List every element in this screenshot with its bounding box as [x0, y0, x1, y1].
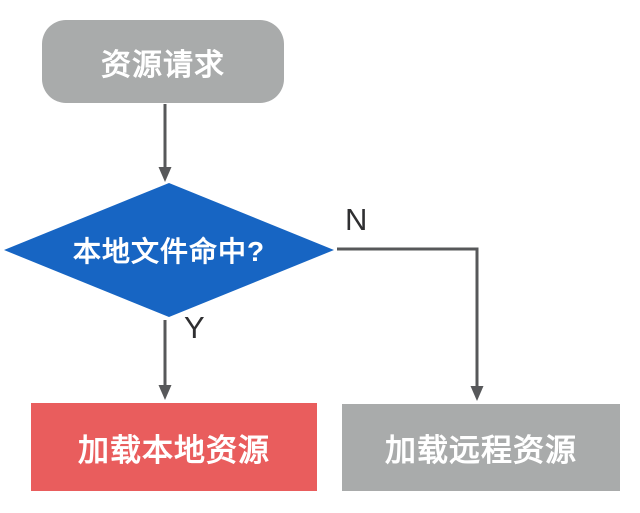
- node-load-remote-label: 加载远程资源: [385, 433, 577, 468]
- arrowhead-down-icon: [470, 386, 484, 401]
- node-load-remote: 加载远程资源: [342, 404, 620, 491]
- arrowhead-down-icon: [158, 385, 172, 400]
- edge-label-no: N: [345, 202, 368, 237]
- edge-start-to-decision: [158, 104, 172, 182]
- node-load-local: 加载本地资源: [31, 403, 317, 491]
- node-decision-label: 本地文件命中?: [72, 236, 266, 267]
- edge-yes: [158, 320, 172, 400]
- node-start: 资源请求: [42, 20, 284, 103]
- edge-no: [337, 247, 484, 401]
- arrowhead-down-icon: [158, 167, 172, 182]
- node-decision: 本地文件命中?: [4, 183, 334, 317]
- node-start-label: 资源请求: [101, 48, 225, 82]
- edge-label-yes: Y: [184, 310, 205, 345]
- node-load-local-label: 加载本地资源: [78, 432, 270, 468]
